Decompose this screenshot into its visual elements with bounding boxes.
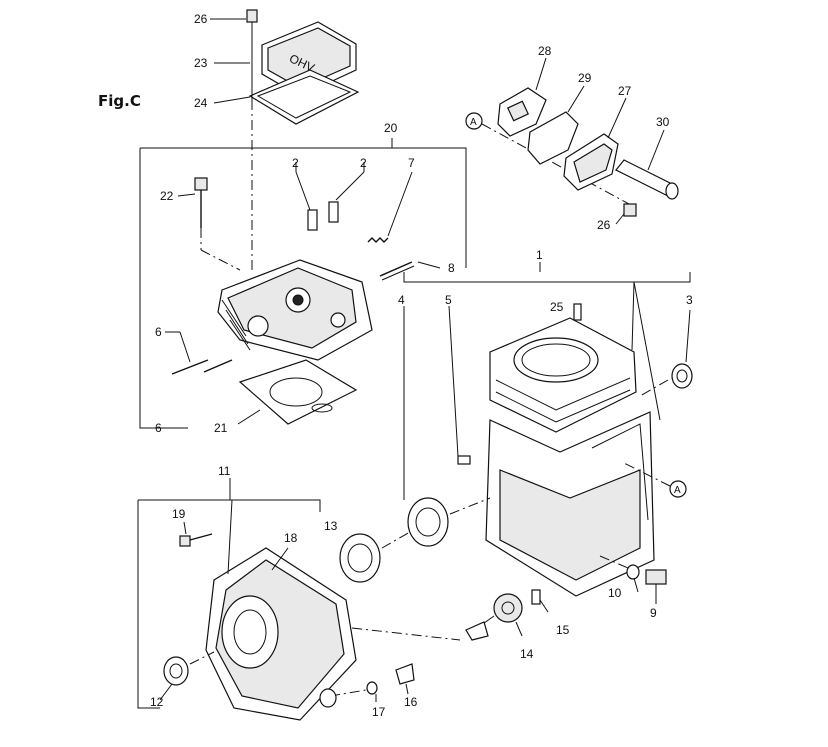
breather-group (465, 57, 679, 217)
bearings-group (339, 306, 491, 583)
part-number-6a: 6 (155, 325, 162, 339)
part-number-12: 12 (150, 695, 164, 709)
part-number-20: 20 (384, 121, 398, 135)
part-number-9: 9 (650, 606, 657, 620)
part-number-23: 23 (194, 56, 208, 70)
part-number-24: 24 (194, 96, 208, 110)
part-number-29: 29 (578, 71, 592, 85)
part-number-18: 18 (284, 531, 298, 545)
part-number-3: 3 (686, 293, 693, 307)
part-number-26: 26 (194, 12, 208, 26)
crankcase-group (403, 262, 693, 604)
part-number-6b: 6 (155, 421, 162, 435)
part-number-2b: 2 (360, 156, 367, 170)
cylinder-head-group (139, 138, 467, 429)
part-number-11: 11 (218, 464, 231, 478)
part-number-19: 19 (172, 507, 186, 521)
ref-marker-a-block: A (674, 485, 681, 496)
ref-marker-a-top: A (470, 117, 477, 128)
part-number-13: 13 (324, 519, 338, 533)
crankcase-cover-group (137, 478, 549, 721)
part-number-14: 14 (520, 647, 534, 661)
part-number-7: 7 (408, 156, 415, 170)
part-labels: 26 23 24 20 2 2 7 22 8 6 6 21 28 29 27 3… (150, 12, 693, 719)
part-number-30: 30 (656, 115, 670, 129)
part-number-1: 1 (536, 248, 543, 262)
part-number-16: 16 (404, 695, 418, 709)
part-number-4: 4 (398, 293, 405, 307)
part-number-22: 22 (160, 189, 174, 203)
part-number-25: 25 (550, 300, 564, 314)
part-number-28: 28 (538, 44, 552, 58)
part-number-27: 27 (618, 84, 632, 98)
part-number-10: 10 (608, 586, 622, 600)
valve-cover-group: OHV (246, 9, 360, 270)
part-number-26b: 26 (597, 218, 611, 232)
part-number-5: 5 (445, 293, 452, 307)
figure-label: Fig.C (98, 92, 141, 110)
part-number-2a: 2 (292, 156, 299, 170)
part-number-15: 15 (556, 623, 570, 637)
part-number-8: 8 (448, 261, 455, 275)
part-number-21: 21 (214, 421, 228, 435)
part-number-17: 17 (372, 705, 386, 719)
